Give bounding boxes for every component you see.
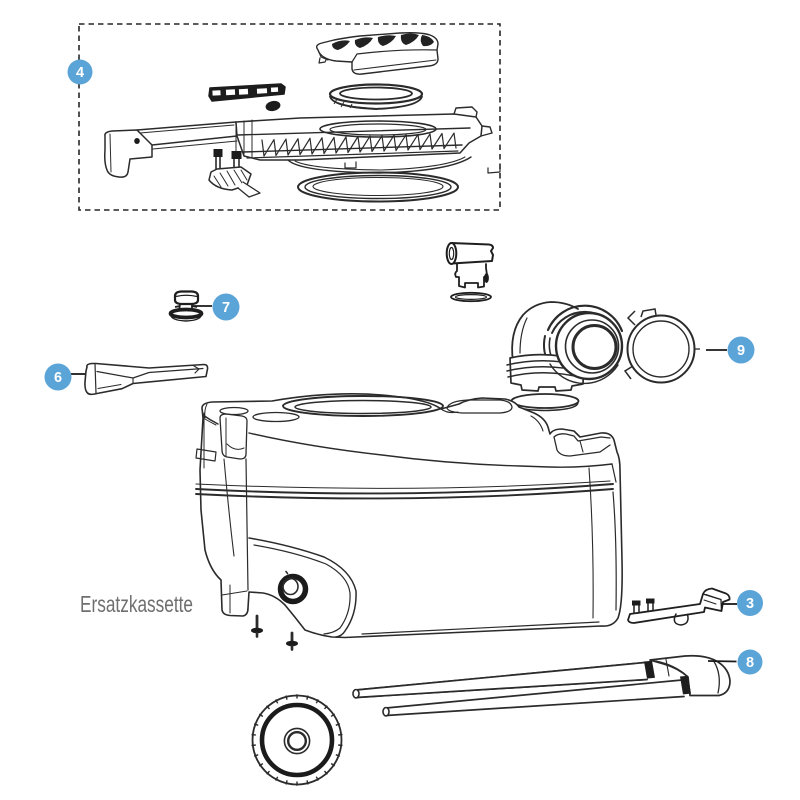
svg-text:7: 7 [222,300,230,316]
svg-text:8: 8 [746,655,754,671]
svg-text:Ersatzkassette: Ersatzkassette [80,591,193,617]
svg-text:4: 4 [76,65,84,81]
svg-text:3: 3 [746,596,754,612]
svg-text:9: 9 [737,343,745,359]
svg-text:6: 6 [54,370,62,386]
